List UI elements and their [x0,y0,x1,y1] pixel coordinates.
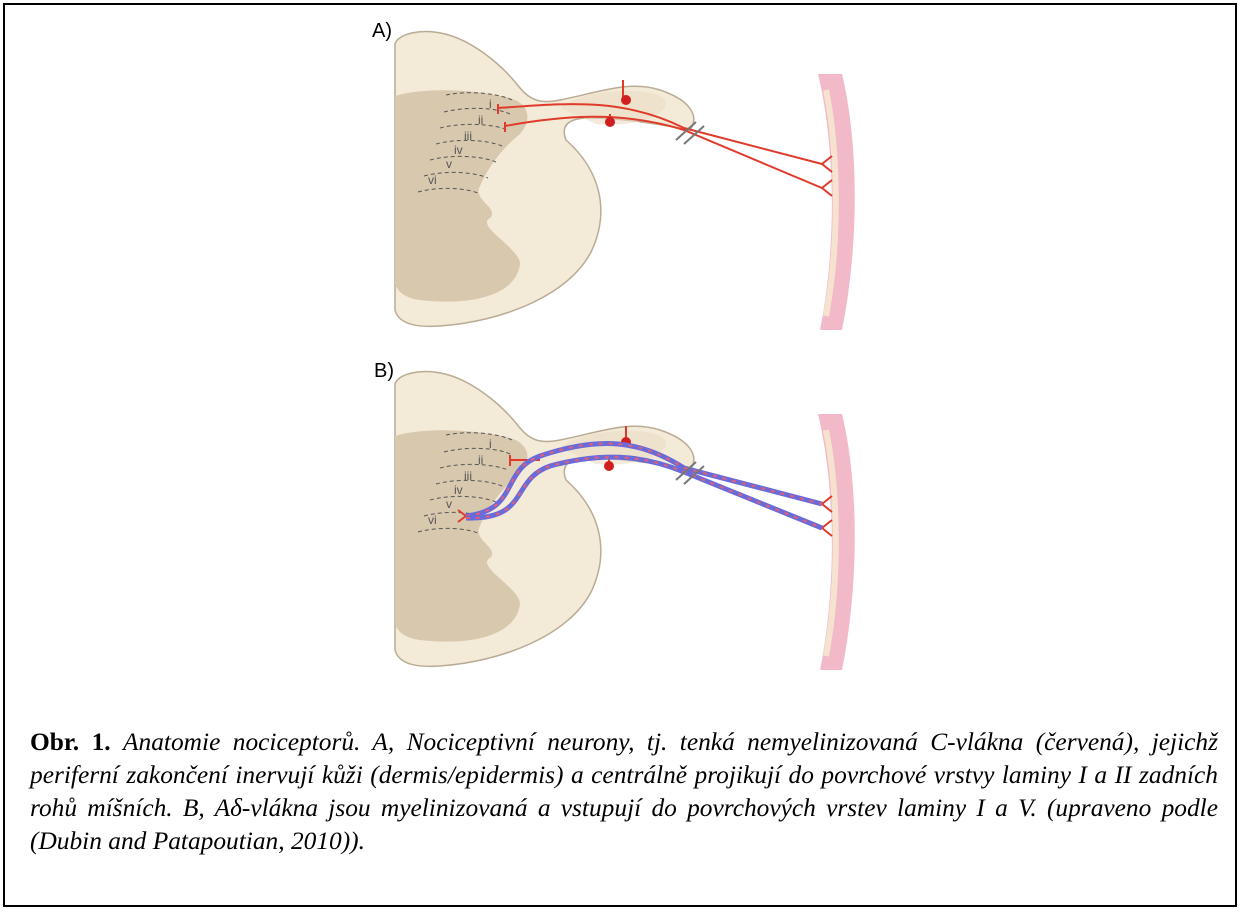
cell-body-b2 [604,461,614,471]
svg-text:vi: vi [428,513,437,527]
panel-b: i ii iii iv v vi [395,372,855,670]
svg-text:i: i [489,97,492,111]
cell-body-a1 [621,95,631,105]
svg-text:ii: ii [478,453,483,467]
svg-text:vi: vi [428,173,437,187]
cell-body-a2 [605,117,615,127]
svg-text:i: i [489,437,492,451]
caption-text: Anatomie nociceptorů. A, Nociceptivní ne… [30,728,1218,855]
figure-caption: Obr. 1. Anatomie nociceptorů. A, Nocicep… [30,726,1218,858]
panel-a-label: A) [372,20,392,43]
svg-text:v: v [446,497,452,511]
svg-text:iii: iii [464,129,472,143]
caption-label: Obr. 1. [30,728,111,756]
panel-b-label: B) [374,360,394,383]
svg-text:iii: iii [464,469,472,483]
nociceptor-anatomy-figure: i ii iii iv v vi [0,0,1244,720]
svg-text:v: v [446,157,452,171]
svg-text:iv: iv [454,143,463,157]
svg-text:ii: ii [478,113,483,127]
panel-a: i ii iii iv v vi [395,32,855,330]
svg-text:iv: iv [454,483,463,497]
